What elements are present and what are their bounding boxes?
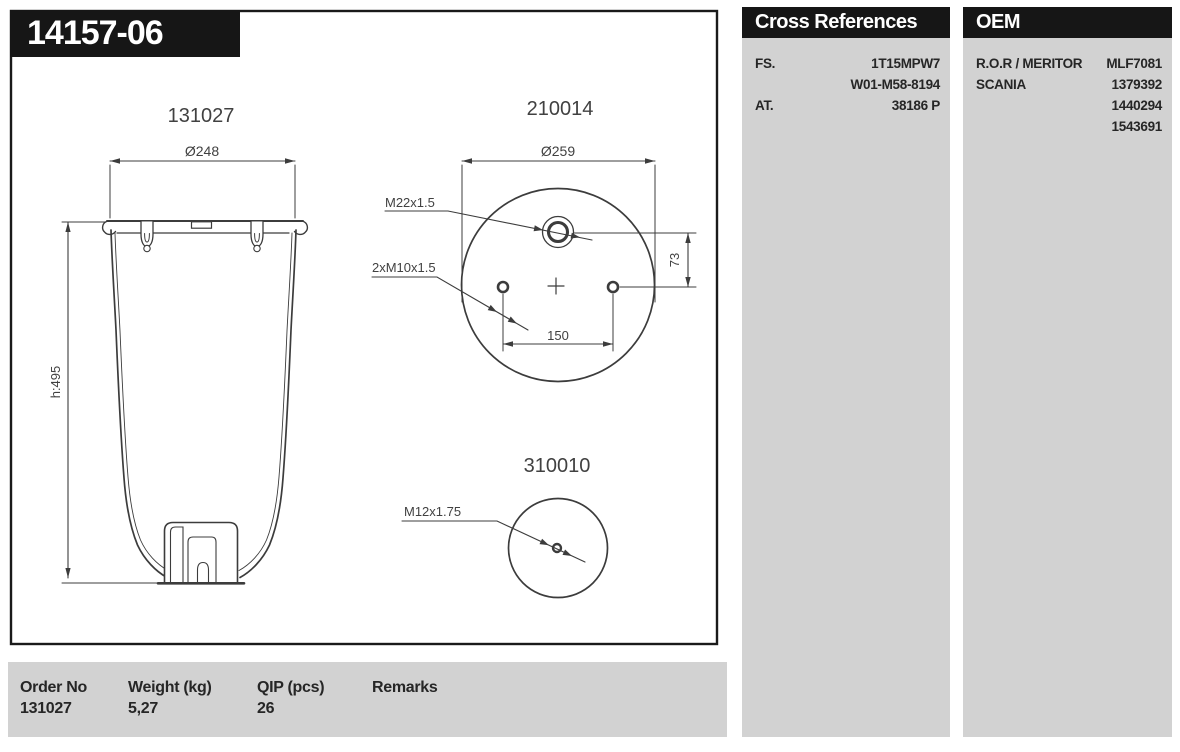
spacing-dim: 150 (547, 328, 569, 343)
center-thread-label: M22x1.5 (385, 195, 435, 210)
oem-header: OEM (963, 7, 1172, 38)
qip-column: QIP (pcs) 26 (257, 677, 325, 719)
order-no-header: Order No (20, 679, 87, 696)
weight-value: 5,27 (128, 700, 158, 717)
oem-value: 1440294 (1111, 98, 1163, 113)
bottom-view-title: 310010 (524, 455, 591, 477)
qip-value: 26 (257, 700, 275, 717)
cross-reference-label: AT. (755, 98, 774, 113)
cross-reference-value: W01-M58-8194 (850, 77, 941, 92)
drawing-border (9, 9, 719, 646)
part-number: 14157-06 (10, 10, 240, 57)
cross-reference-row: W01-M58-8194 (742, 74, 950, 95)
remarks-header: Remarks (372, 679, 438, 696)
cross-reference-label: FS. (755, 56, 776, 71)
side-view-drawing (61, 158, 309, 585)
cross-reference-row: AT. 38186 P (742, 95, 950, 116)
oem-row: R.O.R / MERITOR MLF7081 (963, 53, 1172, 74)
oem-panel: OEM R.O.R / MERITOR MLF7081 SCANIA 13793… (963, 7, 1172, 737)
oem-label: R.O.R / MERITOR (976, 56, 1083, 71)
side-view-title: 131027 (168, 105, 235, 127)
top-view-drawing (371, 158, 697, 383)
cross-reference-value: 38186 P (891, 98, 941, 113)
oem-row: 1543691 (963, 116, 1172, 137)
cross-reference-row: FS. 1T15MPW7 (742, 53, 950, 74)
oem-label: SCANIA (976, 77, 1026, 92)
order-no-value: 131027 (20, 700, 72, 717)
cross-references-header: Cross References (742, 7, 950, 38)
oem-row: 1440294 (963, 95, 1172, 116)
offset-dim: 73 (667, 253, 682, 267)
side-view-diameter-dim: Ø248 (185, 143, 219, 159)
qip-header: QIP (pcs) (257, 679, 325, 696)
hole-thread-label: 2xM10x1.5 (372, 260, 436, 275)
cross-references-panel: Cross References FS. 1T15MPW7 W01-M58-81… (742, 7, 950, 737)
top-view-title: 210014 (527, 98, 594, 120)
weight-header: Weight (kg) (128, 679, 212, 696)
top-view-diameter-dim: Ø259 (541, 143, 575, 159)
oem-value: 1379392 (1111, 77, 1163, 92)
order-no-column: Order No 131027 (20, 677, 87, 719)
remarks-column: Remarks (372, 677, 438, 698)
oem-value: MLF7081 (1106, 56, 1162, 71)
oem-value: 1543691 (1111, 119, 1163, 134)
bottom-thread-label: M12x1.75 (404, 504, 461, 519)
weight-column: Weight (kg) 5,27 (128, 677, 212, 719)
parts-info-table: Order No 131027 Weight (kg) 5,27 QIP (pc… (8, 662, 727, 737)
oem-row: SCANIA 1379392 (963, 74, 1172, 95)
cross-reference-value: 1T15MPW7 (871, 56, 940, 71)
side-view-height-dim: h:495 (48, 366, 63, 399)
bottom-view-drawing (401, 497, 609, 599)
